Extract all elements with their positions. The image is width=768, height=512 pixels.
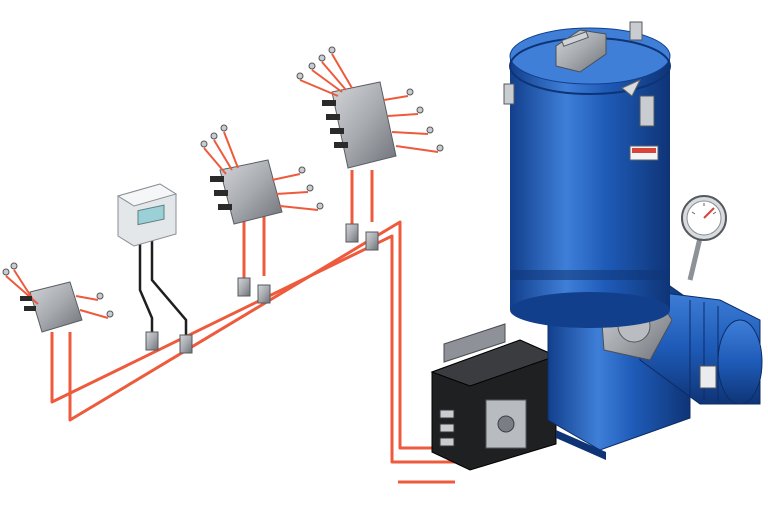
distributor-right <box>296 46 444 169</box>
motor-terminal-box <box>699 365 717 389</box>
control-box <box>116 183 178 247</box>
fitting-5 <box>345 223 359 243</box>
distributor-middle <box>200 124 324 225</box>
sensor-cable-a <box>138 238 154 338</box>
distributor-left <box>2 262 114 333</box>
fitting-3 <box>237 277 251 297</box>
main-line-b <box>50 234 455 464</box>
fitting-6 <box>365 231 379 251</box>
pump-motor <box>599 285 763 405</box>
fitting-2 <box>179 334 193 354</box>
sensor-cable-b <box>150 238 188 342</box>
pressure-gauge <box>681 195 727 281</box>
controller-bracket <box>443 323 506 363</box>
fitting-4 <box>257 284 271 304</box>
controller-block <box>430 323 558 471</box>
control-box-display <box>137 204 165 226</box>
level-triangle-marker <box>621 78 642 97</box>
grease-reservoir <box>503 21 671 328</box>
fitting-1 <box>145 331 159 351</box>
main-line-a <box>68 220 455 450</box>
breather-valve <box>629 21 643 41</box>
sensor-cables <box>138 238 188 342</box>
line-fittings <box>145 223 379 354</box>
